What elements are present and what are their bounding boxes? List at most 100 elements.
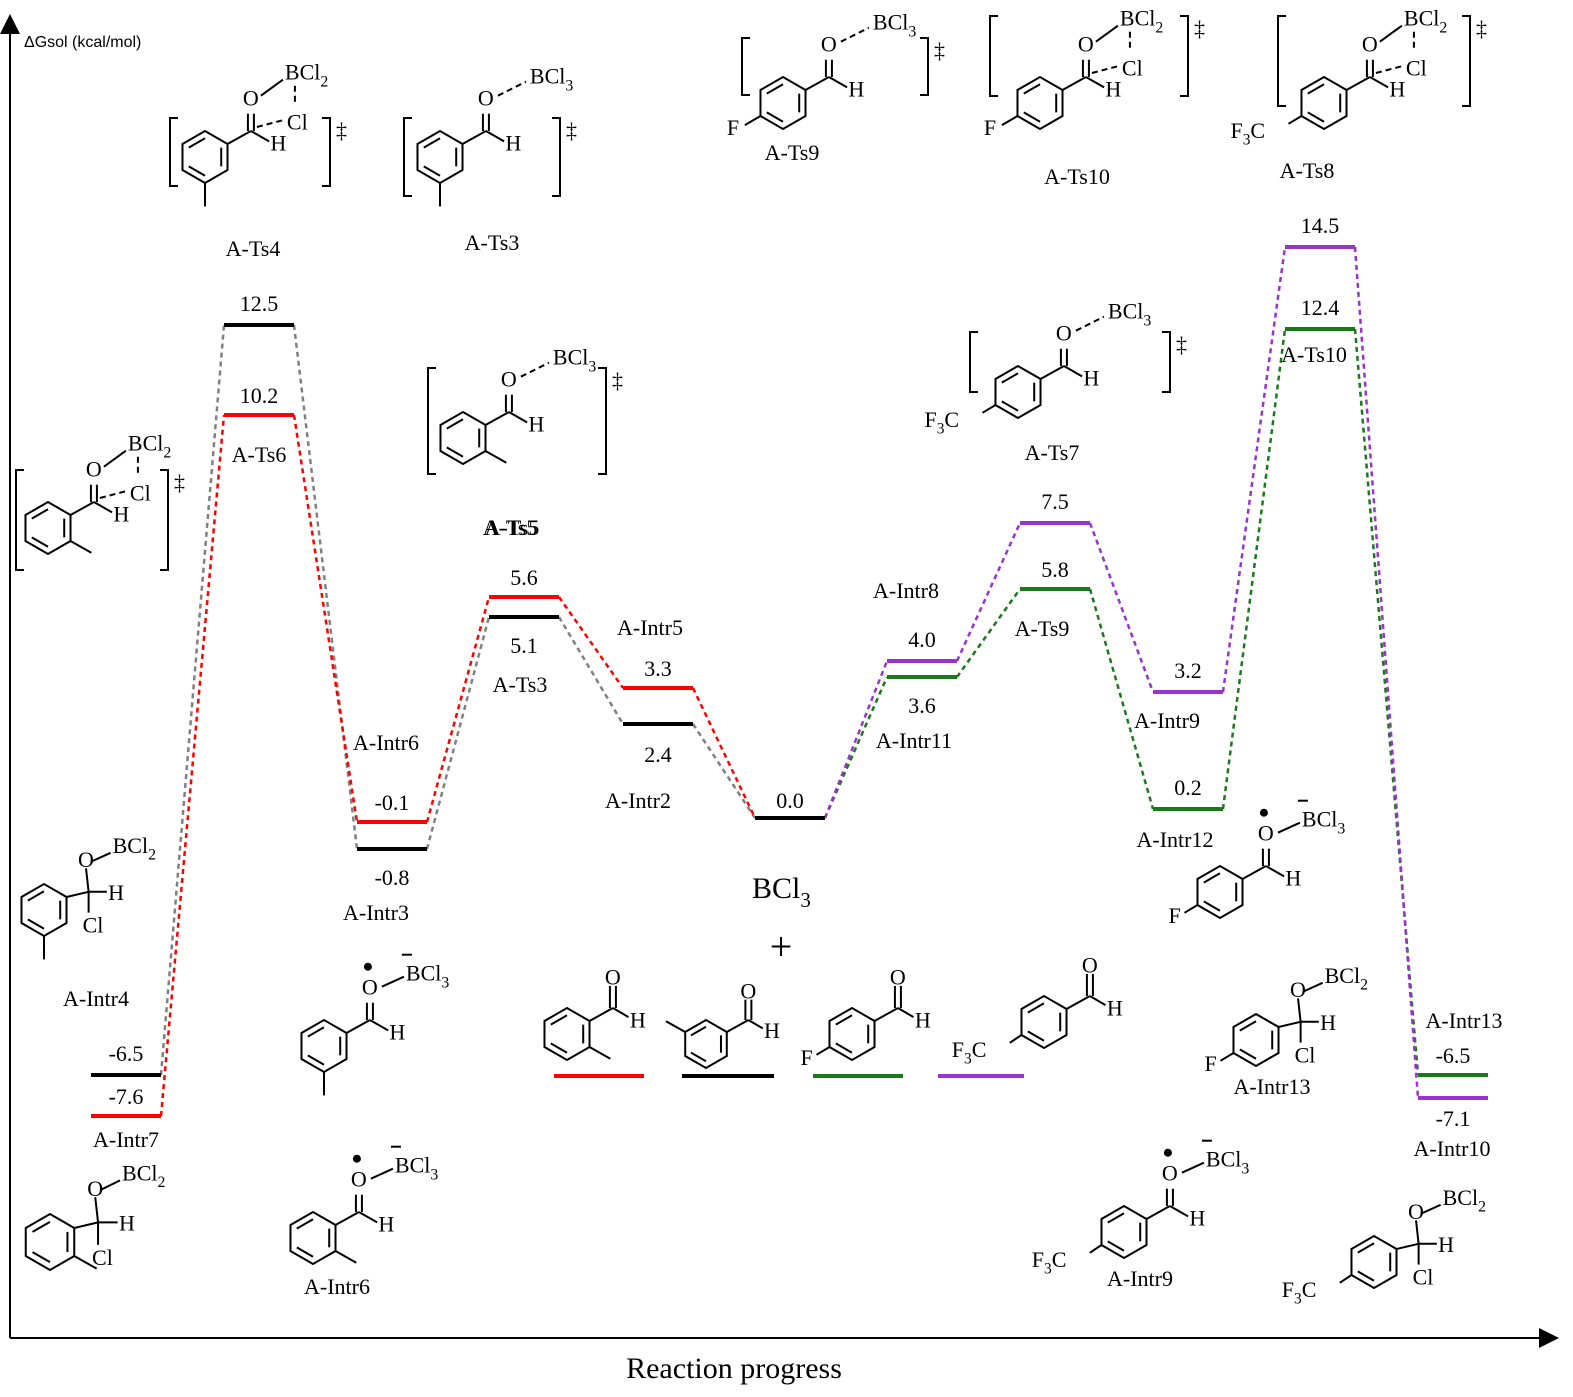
aromatic-bond <box>550 1014 568 1026</box>
aromatic-bond <box>1203 900 1221 912</box>
bond <box>1242 865 1267 880</box>
bond <box>1346 76 1371 91</box>
oxygen-atom: O <box>87 1176 103 1201</box>
connector-f_intr11-f_ts9 <box>955 588 1022 678</box>
name-label-f_intr11: A-Intr11 <box>876 728 952 753</box>
f-bond <box>1219 1052 1234 1062</box>
oxygen-atom: O <box>1258 821 1274 846</box>
methyl-bond <box>335 1250 357 1264</box>
structure-label-ts7: A-Ts7 <box>1025 440 1080 465</box>
structure-label-intr13: A-Intr13 <box>1234 1074 1311 1099</box>
benzene-ring <box>684 1018 728 1070</box>
chlorine-atom: Cl <box>92 1245 113 1270</box>
connector-m_ts4-m_intr3 <box>292 324 359 850</box>
oxygen-atom: O <box>1290 977 1306 1002</box>
bcl3-group: BCl3 <box>1108 299 1151 330</box>
bcl2-group: BCl2 <box>285 60 328 91</box>
bracket-left <box>969 331 978 393</box>
bracket-left <box>169 117 178 187</box>
o-b-dashed-bond <box>840 26 870 43</box>
hydrogen-atom: H <box>848 77 864 102</box>
hydrogen-atom: H <box>630 1008 646 1033</box>
hydrogen-atom: H <box>528 412 544 437</box>
oxygen-atom: O <box>1078 32 1094 57</box>
o-b-bond <box>1181 1161 1205 1174</box>
name-label-f_ts10: A-Ts10 <box>1281 342 1347 367</box>
value-label-c_intr8: 4.0 <box>908 627 936 652</box>
value-label-f_ts9: 5.8 <box>1041 557 1069 582</box>
aromatic-bond <box>690 1051 707 1063</box>
connector-lines <box>159 246 1420 1117</box>
hydrogen-atom: H <box>1107 996 1123 1021</box>
double-dagger: ‡ <box>612 368 623 393</box>
connector-c_ts8-c_intr10 <box>1353 246 1420 1099</box>
legend-ortho-tolualdehyde: OH <box>543 965 646 1062</box>
methyl-bond <box>485 450 507 464</box>
value-label-o_intr6: -0.1 <box>375 790 410 815</box>
bond <box>1265 865 1285 878</box>
o-b-bond <box>103 449 127 468</box>
aromatic-bond <box>296 1218 314 1230</box>
cf3-bond <box>981 404 996 414</box>
value-label-c_ts8: 14.5 <box>1301 213 1340 238</box>
c-cl-dashed-bond <box>1091 64 1121 74</box>
bcl3-group: BCl3 <box>530 64 573 95</box>
hydrogen-atom: H <box>915 1008 931 1033</box>
c-o-bond <box>1415 1220 1420 1244</box>
bond <box>335 1211 360 1226</box>
double-dagger: ‡ <box>1194 16 1205 41</box>
bond <box>1089 995 1107 1006</box>
aromatic-bond <box>690 1025 707 1037</box>
aromatic-bond <box>296 1246 314 1258</box>
fluorine-atom: F <box>800 1045 812 1070</box>
hydrogen-atom: H <box>113 502 129 527</box>
oxygen-atom: O <box>78 847 94 872</box>
positive-charge-icon <box>363 962 372 971</box>
connector-f_ts9-f_intr12 <box>1088 588 1155 810</box>
legend-4-fluorobenzaldehyde: OHF <box>800 965 930 1070</box>
oxygen-atom: O <box>1408 1199 1424 1224</box>
positive-charge-icon <box>1259 808 1268 817</box>
bond <box>747 1019 764 1030</box>
bcl2-group: BCl2 <box>128 431 171 462</box>
c-cl-dashed-bond <box>1375 64 1405 74</box>
structure-label-ts4: A-Ts4 <box>226 236 281 261</box>
bracket-right <box>552 117 561 197</box>
bracket-right <box>1180 15 1189 97</box>
methyl-bond <box>73 1255 98 1270</box>
hydrogen-atom: H <box>270 131 286 156</box>
oxygen-atom: O <box>351 1167 367 1192</box>
aromatic-bond <box>766 83 784 95</box>
bond <box>227 130 252 145</box>
name-label-m_intr3: A-Intr3 <box>343 900 409 925</box>
aromatic-bond <box>1239 1048 1257 1060</box>
aromatic-bond <box>1023 111 1041 123</box>
bcl2-group: BCl2 <box>122 1160 165 1191</box>
aromatic-bond <box>27 918 45 930</box>
aromatic-bond <box>1107 1212 1125 1224</box>
methyl-bond <box>589 1046 611 1060</box>
f-bond <box>1001 115 1018 126</box>
bcl3-group: BCl3 <box>553 345 596 376</box>
aromatic-bond <box>188 165 206 177</box>
name-label-c_intr9: A-Intr9 <box>1134 708 1200 733</box>
value-label-f_ts10: 12.4 <box>1301 295 1340 320</box>
plus-sign: + <box>770 924 793 969</box>
name-label-o_intr7: A-Intr7 <box>93 1127 159 1152</box>
methyl-bond <box>665 1020 686 1033</box>
name-label-c_intr8: A-Intr8 <box>873 578 939 603</box>
o-b-dashed-bond <box>497 80 527 97</box>
structure-label-intr9: A-Intr9 <box>1107 1266 1173 1291</box>
double-dagger: ‡ <box>1176 332 1187 357</box>
connector-o_intr6-o_ts5 <box>425 596 491 823</box>
value-label-c_intr9: 3.2 <box>1174 658 1202 683</box>
f-bond <box>815 1046 830 1056</box>
fluorine-atom: F <box>1168 903 1180 928</box>
connector-c_intr8-c_ts7 <box>955 522 1022 662</box>
f3c-group: F3C <box>1282 1277 1317 1308</box>
